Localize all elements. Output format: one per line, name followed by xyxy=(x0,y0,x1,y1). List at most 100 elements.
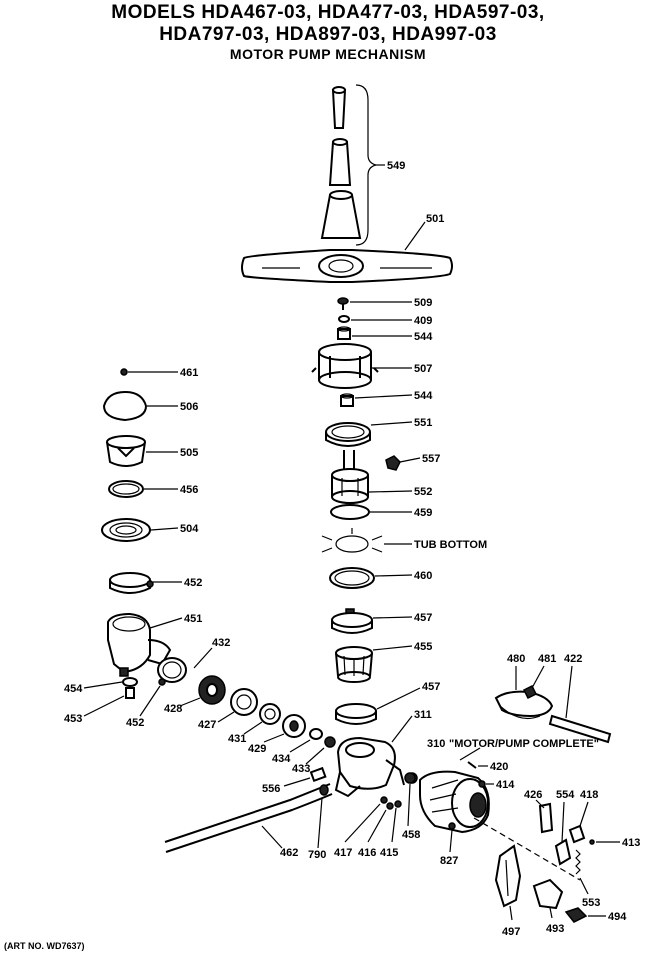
part-414-screw xyxy=(478,780,486,788)
label-422: 422 xyxy=(564,653,582,665)
part-453-fitting xyxy=(125,687,135,699)
label-506: 506 xyxy=(180,401,198,413)
part-552-housing xyxy=(331,450,369,504)
label-452-lower: 452 xyxy=(126,717,144,729)
part-480-disposer xyxy=(494,690,554,719)
label-462: 462 xyxy=(280,847,298,859)
diagram-title-line1: MODELS HDA467-03, HDA477-03, HDA597-03, xyxy=(111,2,545,23)
label-456: 456 xyxy=(180,484,198,496)
label-494: 494 xyxy=(608,911,627,923)
label-tub-bottom: TUB BOTTOM xyxy=(414,539,487,551)
label-544-lower: 544 xyxy=(414,390,433,402)
label-461: 461 xyxy=(180,367,198,379)
label-451: 451 xyxy=(184,613,202,625)
label-452-upper: 452 xyxy=(184,577,202,589)
part-790-clamp xyxy=(319,784,329,796)
diagram-title-line2: HDA797-03, HDA897-03, HDA997-03 xyxy=(159,24,497,45)
label-480: 480 xyxy=(507,653,525,665)
part-413-screw xyxy=(589,839,595,845)
label-418: 418 xyxy=(580,789,598,801)
label-549: 549 xyxy=(387,160,405,172)
part-457-clamp-lower xyxy=(335,703,377,725)
part-415-screw xyxy=(394,800,402,808)
label-505: 505 xyxy=(180,447,198,459)
part-433-nut xyxy=(324,736,336,748)
part-457-clamp-upper xyxy=(331,608,373,634)
part-434-washer xyxy=(309,728,323,740)
part-481-clip xyxy=(522,684,538,700)
label-427: 427 xyxy=(198,719,216,731)
label-493: 493 xyxy=(546,923,564,935)
part-509-screw xyxy=(337,297,349,310)
label-409: 409 xyxy=(414,315,432,327)
label-457-lower: 457 xyxy=(422,681,440,693)
part-311-pump-body xyxy=(334,736,405,798)
part-506-cap xyxy=(102,390,148,422)
label-556: 556 xyxy=(262,783,280,795)
part-409-washer xyxy=(338,315,350,323)
part-310-motor xyxy=(406,770,490,834)
label-554: 554 xyxy=(556,789,575,801)
part-549-tower xyxy=(320,84,377,246)
part-427-plate xyxy=(230,688,258,716)
part-504-seal xyxy=(101,518,151,542)
part-428-impeller xyxy=(198,675,226,705)
label-432: 432 xyxy=(212,637,230,649)
part-420-wire xyxy=(467,761,477,769)
label-453: 453 xyxy=(64,713,82,725)
label-433: 433 xyxy=(292,763,310,775)
label-415: 415 xyxy=(380,847,398,859)
part-452-clamp-upper xyxy=(109,572,154,594)
label-509: 509 xyxy=(414,297,432,309)
part-461-screw xyxy=(120,368,128,376)
label-457-upper: 457 xyxy=(414,612,432,624)
part-432-wire xyxy=(193,647,213,669)
part-557-clip xyxy=(385,455,401,471)
label-310: 310 xyxy=(427,738,445,750)
part-426-bracket xyxy=(538,802,554,834)
part-505-impeller xyxy=(106,435,146,467)
label-455: 455 xyxy=(414,641,432,653)
part-556-plug xyxy=(309,766,327,783)
label-431: 431 xyxy=(228,733,246,745)
part-459-gasket xyxy=(330,504,370,520)
label-311: 311 xyxy=(414,709,432,721)
label-497: 497 xyxy=(502,926,520,938)
part-429-seal xyxy=(282,714,306,738)
label-544-top: 544 xyxy=(414,331,433,343)
label-557: 557 xyxy=(422,453,440,465)
label-481: 481 xyxy=(538,653,556,665)
part-494-block xyxy=(564,907,588,923)
label-motor-pump-complete: "MOTOR/PUMP COMPLETE" xyxy=(449,738,599,750)
part-507-hub xyxy=(311,343,379,389)
label-458: 458 xyxy=(402,829,420,841)
label-504: 504 xyxy=(180,523,199,535)
label-553: 553 xyxy=(582,897,600,909)
part-827-screw xyxy=(448,822,456,830)
label-454: 454 xyxy=(64,683,83,695)
label-416: 416 xyxy=(358,847,376,859)
part-462-hose xyxy=(164,783,331,843)
assembly-guide-line xyxy=(473,817,581,881)
part-501-spray-arm xyxy=(241,249,453,283)
part-451-housing xyxy=(107,612,172,677)
part-493-actuator xyxy=(532,878,564,910)
part-544-bushing-lower xyxy=(340,393,354,407)
part-455-strainer xyxy=(335,646,373,683)
part-418-clip xyxy=(568,824,586,844)
label-459: 459 xyxy=(414,507,432,519)
label-501: 501 xyxy=(426,213,444,225)
part-417-screw xyxy=(380,796,388,804)
part-431-ring xyxy=(259,703,281,725)
diagram-subtitle: MOTOR PUMP MECHANISM xyxy=(229,46,427,62)
label-827: 827 xyxy=(440,855,458,867)
label-417: 417 xyxy=(334,847,352,859)
part-422-bar xyxy=(548,714,612,744)
part-416-screw xyxy=(386,802,394,810)
part-497-bracket xyxy=(494,844,522,908)
label-420: 420 xyxy=(490,761,508,773)
label-552: 552 xyxy=(414,486,432,498)
part-454-fitting xyxy=(122,677,138,687)
label-434: 434 xyxy=(272,753,291,765)
